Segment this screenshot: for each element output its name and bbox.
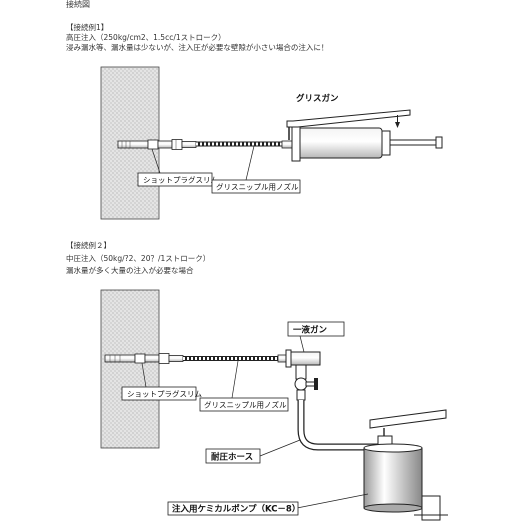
label-nozzle-1: グリスニップル用ノズル bbox=[216, 182, 299, 192]
example1-spec: 高圧注入（250kg/cm2、1.5cc/1ストローク） bbox=[66, 33, 226, 42]
label-shot-plug-2: ショットプラグスリム bbox=[127, 389, 202, 399]
grease-nipple-nozzle-2 bbox=[183, 354, 291, 363]
label-shot-plug-1: ショットプラグスリム bbox=[143, 175, 218, 185]
grease-nipple-nozzle-1 bbox=[196, 140, 295, 149]
label-nozzle-2: グリスニップル用ノズル bbox=[204, 400, 287, 410]
label-chemical-pump: 注入用ケミカルポンプ（KC－8） bbox=[172, 504, 300, 515]
wall-2 bbox=[100, 289, 160, 449]
label-one-liquid-gun: 一液ガン bbox=[293, 325, 328, 336]
chemical-pump bbox=[363, 409, 448, 521]
example2-spec: 中圧注入（50kg/?2、20？/1ストローク） bbox=[66, 254, 211, 263]
example1-description: 浸み漏水等、漏水量は少ないが、注入圧が必要な壁隙が小さい場合の注入に！ bbox=[66, 43, 329, 52]
grease-gun bbox=[286, 109, 443, 162]
example2-diagram: 一液ガン ショットプラグスリム グリスニップル用ノズル 耐圧ホース 注入用ケミカ… bbox=[100, 289, 448, 521]
example2-description: 漏水量が多く大量の注入が必要な場合 bbox=[66, 266, 194, 275]
example1-diagram: グリスガン ショットプラグスリム グリスニップル用ノズル bbox=[100, 66, 443, 220]
one-liquid-gun bbox=[285, 349, 321, 401]
example1-heading: 【接続例1】 bbox=[66, 23, 109, 32]
page-title: 接続図 bbox=[66, 0, 90, 9]
label-pressure-hose: 耐圧ホース bbox=[211, 452, 253, 463]
label-grease-gun: グリスガン bbox=[296, 93, 339, 104]
shot-plug-slim-2 bbox=[104, 353, 184, 364]
pressure-hose bbox=[297, 400, 378, 451]
shot-plug-slim-1 bbox=[117, 139, 197, 150]
example2-heading: 【接続例２】 bbox=[66, 241, 111, 250]
